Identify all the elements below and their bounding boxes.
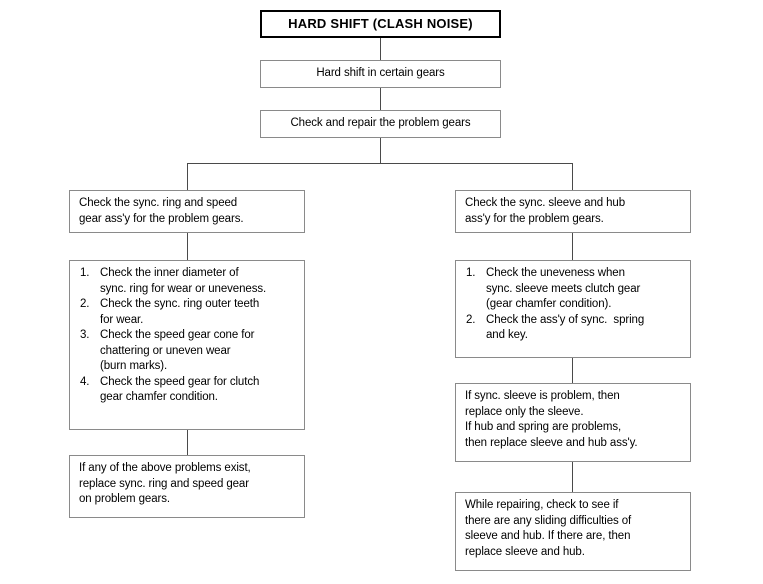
node-left-result-line-1: If any of the above problems exist, <box>79 462 251 474</box>
right-steps-list: Check the uneveness when sync. sleeve me… <box>465 266 682 344</box>
node-left-result-line-2: replace sync. ring and speed gear <box>79 477 249 490</box>
connector-right-2-to-3 <box>572 358 573 383</box>
node-right-note: While repairing, check to see if there a… <box>455 492 691 571</box>
node-right-steps: Check the uneveness when sync. sleeve me… <box>455 260 691 358</box>
connector-title-to-symptom <box>380 38 381 60</box>
list-item: Check the sync. ring outer teeth for wea… <box>80 297 260 326</box>
connector-left-1-to-2 <box>187 233 188 260</box>
node-action: Check and repair the problem gears <box>260 110 501 138</box>
left-steps-list: Check the inner diameter of sync. ring f… <box>79 266 296 406</box>
node-left-result: If any of the above problems exist, repl… <box>69 455 305 518</box>
connector-split-to-left <box>187 163 188 190</box>
node-left-result-line-3: on problem gears. <box>79 493 170 505</box>
node-right-result-line-2: replace only the sleeve. <box>465 405 584 418</box>
node-right-branch-header-line-2: ass'y for the problem gears. <box>465 212 604 225</box>
node-right-result-line-4: then replace sleeve and hub ass'y. <box>465 436 638 449</box>
node-left-branch-header-line-2: gear ass'y for the problem gears. <box>79 212 244 225</box>
node-right-branch-header-line-1: Check the sync. sleeve and hub <box>465 197 626 209</box>
node-action-text: Check and repair the problem gears <box>290 117 471 130</box>
connector-left-2-to-3 <box>187 430 188 455</box>
connector-right-3-to-4 <box>572 462 573 492</box>
node-right-note-line-4: replace sleeve and hub. <box>465 545 585 558</box>
node-right-note-line-3: sleeve and hub. If there are, then <box>465 530 631 542</box>
connector-action-to-split <box>380 138 381 163</box>
list-item: Check the ass'y of sync. spring and key. <box>466 313 645 342</box>
node-title-text: HARD SHIFT (CLASH NOISE) <box>288 16 473 32</box>
node-right-result-line-1: If sync. sleeve is problem, then <box>465 390 620 402</box>
node-right-branch-header: Check the sync. sleeve and hub ass'y for… <box>455 190 691 233</box>
node-symptom-text: Hard shift in certain gears <box>316 67 445 80</box>
connector-right-1-to-2 <box>572 233 573 260</box>
list-item: Check the inner diameter of sync. ring f… <box>80 266 267 295</box>
connector-split-to-right <box>572 163 573 190</box>
node-title: HARD SHIFT (CLASH NOISE) <box>260 10 501 38</box>
list-item: Check the speed gear for clutch gear cha… <box>80 375 260 404</box>
node-left-steps: Check the inner diameter of sync. ring f… <box>69 260 305 430</box>
node-left-branch-header: Check the sync. ring and speed gear ass'… <box>69 190 305 233</box>
node-right-result-line-3: If hub and spring are problems, <box>465 421 622 433</box>
node-symptom: Hard shift in certain gears <box>260 60 501 88</box>
connector-symptom-to-action <box>380 88 381 110</box>
node-right-note-line-2: there are any sliding difficulties of <box>465 514 632 527</box>
node-right-note-line-1: While repairing, check to see if <box>465 499 619 511</box>
node-right-result: If sync. sleeve is problem, then replace… <box>455 383 691 462</box>
list-item: Check the uneveness when sync. sleeve me… <box>466 266 641 310</box>
connector-split-bar <box>187 163 572 164</box>
node-left-branch-header-line-1: Check the sync. ring and speed <box>79 197 238 209</box>
list-item: Check the speed gear cone for chattering… <box>80 328 255 372</box>
